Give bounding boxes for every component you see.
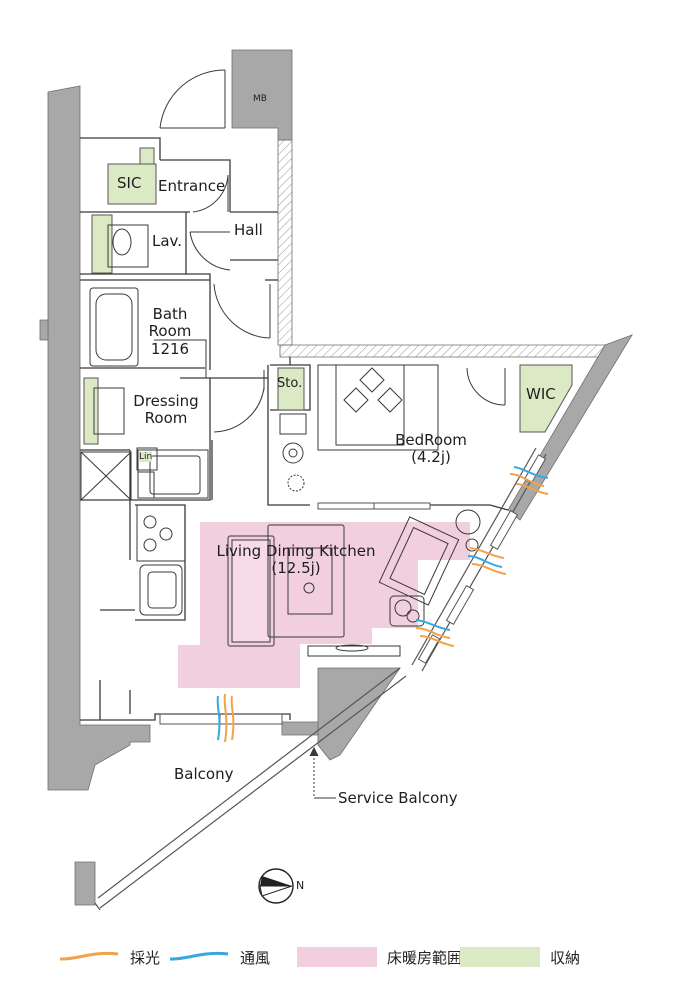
ventilation-wave-icon bbox=[169, 951, 229, 961]
label-dressing-line2: Room bbox=[144, 409, 188, 428]
label-lin: Lin bbox=[139, 452, 153, 463]
label-bedroom: BedRoom (4.2j) bbox=[386, 431, 476, 467]
daylight-wave-icon bbox=[59, 951, 119, 961]
label-service-balcony: Service Balcony bbox=[338, 789, 458, 807]
legend-ventilation: 通風 bbox=[168, 947, 270, 967]
label-bath: Bath Room 1216 bbox=[142, 305, 198, 358]
label-mb: MB bbox=[253, 94, 267, 104]
door-swings bbox=[154, 69, 506, 433]
window-walls bbox=[94, 447, 547, 911]
legend-floor-heating: 床暖房範囲 bbox=[297, 947, 462, 967]
service-balcony-leader bbox=[309, 746, 336, 799]
legend-daylight-label: 採光 bbox=[130, 948, 161, 967]
label-ldk: Living Dining Kitchen (12.5j) bbox=[206, 542, 386, 578]
label-bedroom-size: (4.2j) bbox=[411, 448, 451, 467]
label-sto: Sto. bbox=[277, 376, 303, 391]
legend-floor-heating-label: 床暖房範囲 bbox=[387, 948, 463, 967]
label-wic: WIC bbox=[526, 385, 556, 403]
label-hall: Hall bbox=[234, 221, 263, 239]
fixtures bbox=[80, 224, 481, 657]
storage-swatch bbox=[460, 947, 540, 967]
label-balcony: Balcony bbox=[174, 765, 234, 783]
label-bath-line1: Bath bbox=[152, 305, 188, 323]
label-dressing: Dressing Room bbox=[126, 392, 206, 428]
legend-daylight: 採光 bbox=[58, 947, 160, 967]
label-lav: Lav. bbox=[152, 232, 183, 250]
diagonal-windows bbox=[417, 454, 547, 664]
label-bath-line2: Room bbox=[148, 322, 192, 341]
exterior-walls bbox=[39, 49, 633, 906]
compass-label: N bbox=[296, 879, 305, 892]
label-sic: SIC bbox=[117, 174, 142, 192]
label-ldk-name: Living Dining Kitchen bbox=[216, 542, 376, 560]
label-ldk-size: (12.5j) bbox=[271, 559, 321, 578]
compass-icon bbox=[258, 868, 294, 904]
label-dressing-line1: Dressing bbox=[133, 392, 199, 410]
label-bath-line3: 1216 bbox=[150, 339, 190, 358]
legend-storage-label: 収納 bbox=[550, 948, 581, 967]
daylight-ventilation-marks bbox=[216, 466, 549, 743]
label-bedroom-name: BedRoom bbox=[395, 431, 467, 449]
legend-ventilation-label: 通風 bbox=[240, 948, 271, 967]
label-entrance: Entrance bbox=[158, 177, 226, 195]
legend-storage: 収納 bbox=[460, 947, 580, 967]
floor-heating-swatch bbox=[297, 947, 377, 967]
